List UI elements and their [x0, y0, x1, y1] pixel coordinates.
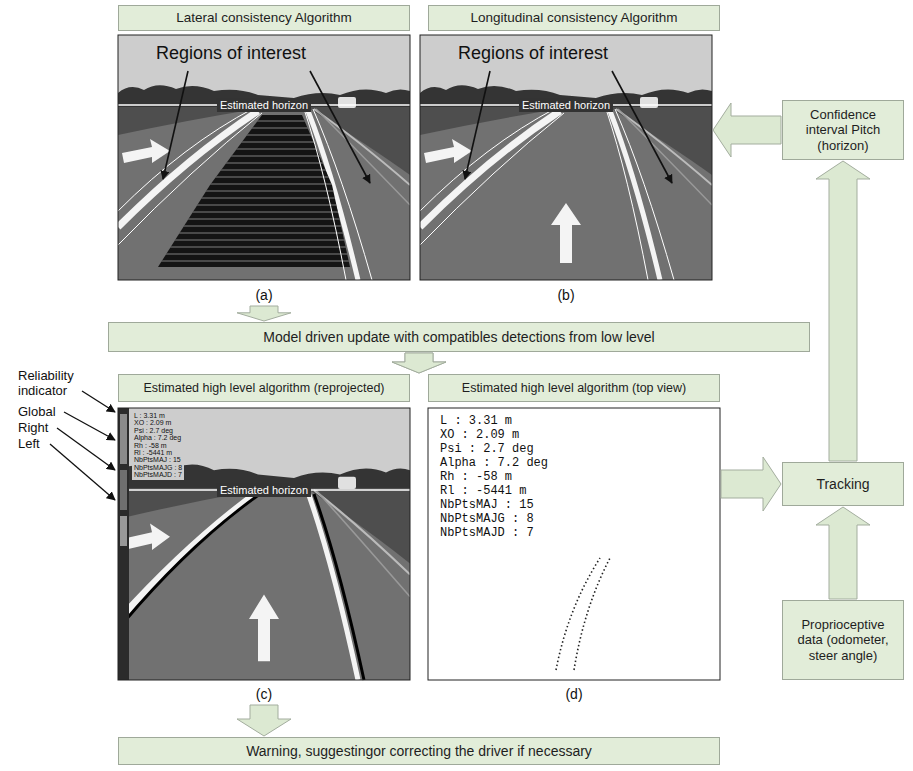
- process-box: Estimated high level algorithm (reprojec…: [118, 374, 410, 402]
- process-box: Warning, suggestingor correcting the dri…: [118, 737, 720, 765]
- image-panel: Regions of interestEstimated horizon (a): [118, 35, 410, 305]
- top-view-plot: [556, 558, 600, 670]
- readout-line: L : 3.31 m: [134, 412, 182, 419]
- reliability-bar: [118, 408, 129, 680]
- box-label: Confidence interval Pitch (horizon): [788, 107, 898, 153]
- image-panel: L : 3.31 mXO : 2.09 mPsi : 2.7 degAlpha …: [428, 408, 720, 704]
- road-photo: [465, 71, 490, 179]
- leader-line: [50, 391, 115, 500]
- process-box: Confidence interval Pitch (horizon): [782, 100, 904, 160]
- region-label: Regions of interest: [156, 43, 306, 64]
- box-label: Tracking: [816, 476, 869, 493]
- box-label: Longitudinal consistency Algorithm: [470, 10, 677, 26]
- overlay-readout: L : 3.31 mXO : 2.09 mPsi : 2.7 degAlpha …: [132, 411, 184, 480]
- readout-line: L : 3.31 m: [440, 414, 548, 428]
- block-arrow: [237, 705, 291, 736]
- leader-line: [57, 428, 115, 470]
- road-photo: [420, 35, 712, 280]
- road-photo: [310, 71, 370, 183]
- block-arrow: [721, 457, 781, 511]
- annotation-label: Left: [18, 436, 40, 451]
- panel-caption: (d): [428, 686, 720, 702]
- leader-line: [64, 412, 115, 440]
- block-arrow: [713, 103, 781, 157]
- leader-line: [82, 391, 115, 412]
- block-arrow: [816, 161, 870, 461]
- top-view-plot: [428, 408, 720, 680]
- readout-line: Alpha : 7.2 deg: [440, 456, 548, 470]
- box-label: Lateral consistency Algorithm: [176, 10, 352, 26]
- readout-line: NbPtsMAJD : 7: [134, 471, 182, 478]
- road-photo: [163, 71, 188, 179]
- hatched-region: [118, 35, 410, 280]
- readout-line: NbPtsMAJG : 8: [134, 464, 182, 471]
- readout-line: NbPtsMAJG : 8: [440, 512, 548, 526]
- readout-line: Psi : 2.7 deg: [440, 442, 548, 456]
- panel-caption: (a): [118, 287, 410, 303]
- process-box: Longitudinal consistency Algorithm: [428, 5, 720, 31]
- horizon-label: Estimated horizon: [217, 483, 311, 497]
- block-arrow: [392, 353, 446, 373]
- road-photo: [314, 494, 364, 680]
- parameter-readout: L : 3.31 mXO : 2.09 mPsi : 2.7 degAlpha …: [440, 414, 548, 540]
- readout-line: XO : 2.09 m: [134, 419, 182, 426]
- annotation-label: Right: [18, 420, 48, 435]
- readout-line: Alpha : 7.2 deg: [134, 434, 182, 441]
- readout-line: NbPtsMAJD : 7: [440, 526, 548, 540]
- panel-caption: (b): [420, 287, 712, 303]
- horizon-label: Estimated horizon: [217, 98, 311, 112]
- horizon-label: Estimated horizon: [519, 98, 613, 112]
- road-photo: [118, 108, 372, 280]
- block-arrow: [237, 306, 291, 321]
- road-photo: [118, 408, 410, 680]
- reliability-bar: [118, 408, 129, 680]
- road-photo: [612, 71, 672, 183]
- top-view-plot: [428, 408, 720, 680]
- road-photo: [118, 408, 410, 680]
- top-view-plot: [574, 558, 610, 670]
- process-box: Lateral consistency Algorithm: [118, 5, 410, 31]
- readout-line: Rl : -5441 m: [440, 484, 548, 498]
- reliability-bar: [120, 470, 127, 510]
- block-arrow: [392, 353, 446, 373]
- reliability-bar: [120, 414, 127, 464]
- leader-line: [50, 444, 115, 500]
- box-label: Estimated high level algorithm (top view…: [462, 381, 686, 396]
- road-photo: [420, 35, 712, 280]
- box-label: Proprioceptive data (odometer, steer ang…: [788, 617, 898, 663]
- annotation-label: Reliability indicator: [18, 368, 108, 398]
- image-panel: L : 3.31 mXO : 2.09 mPsi : 2.7 degAlpha …: [118, 408, 410, 704]
- road-photo: [124, 494, 260, 622]
- readout-line: NbPtsMAJ : 15: [134, 456, 182, 463]
- road-photo: [420, 35, 712, 280]
- road-photo: [420, 108, 674, 280]
- readout-line: Psi : 2.7 deg: [134, 427, 182, 434]
- panel-caption: (c): [118, 686, 410, 702]
- road-photo: [118, 408, 410, 680]
- annotation-label: Global: [18, 404, 56, 419]
- image-panel: Regions of interestEstimated horizon (b): [420, 35, 712, 305]
- process-box: Proprioceptive data (odometer, steer ang…: [782, 600, 904, 680]
- process-box: Model driven update with compatibles det…: [108, 322, 810, 352]
- road-photo: [118, 35, 410, 280]
- readout-line: NbPtsMAJ : 15: [440, 498, 548, 512]
- process-box: Estimated high level algorithm (top view…: [428, 374, 720, 402]
- process-box: Tracking: [782, 462, 904, 506]
- box-label: Warning, suggestingor correcting the dri…: [246, 743, 592, 760]
- readout-line: Rh : -58 m: [134, 442, 182, 449]
- readout-line: XO : 2.09 m: [440, 428, 548, 442]
- road-photo: [118, 35, 410, 280]
- readout-line: Rh : -58 m: [440, 470, 548, 484]
- hatched-region: [118, 121, 410, 261]
- region-label: Regions of interest: [458, 43, 608, 64]
- box-label: Estimated high level algorithm (reprojec…: [143, 381, 384, 396]
- road-photo: [118, 35, 410, 280]
- box-label: Model driven update with compatibles det…: [263, 329, 654, 346]
- readout-line: Rl : -5441 m: [134, 449, 182, 456]
- block-arrow: [816, 507, 870, 599]
- hatched-region: [118, 35, 410, 280]
- reliability-bar: [120, 516, 127, 546]
